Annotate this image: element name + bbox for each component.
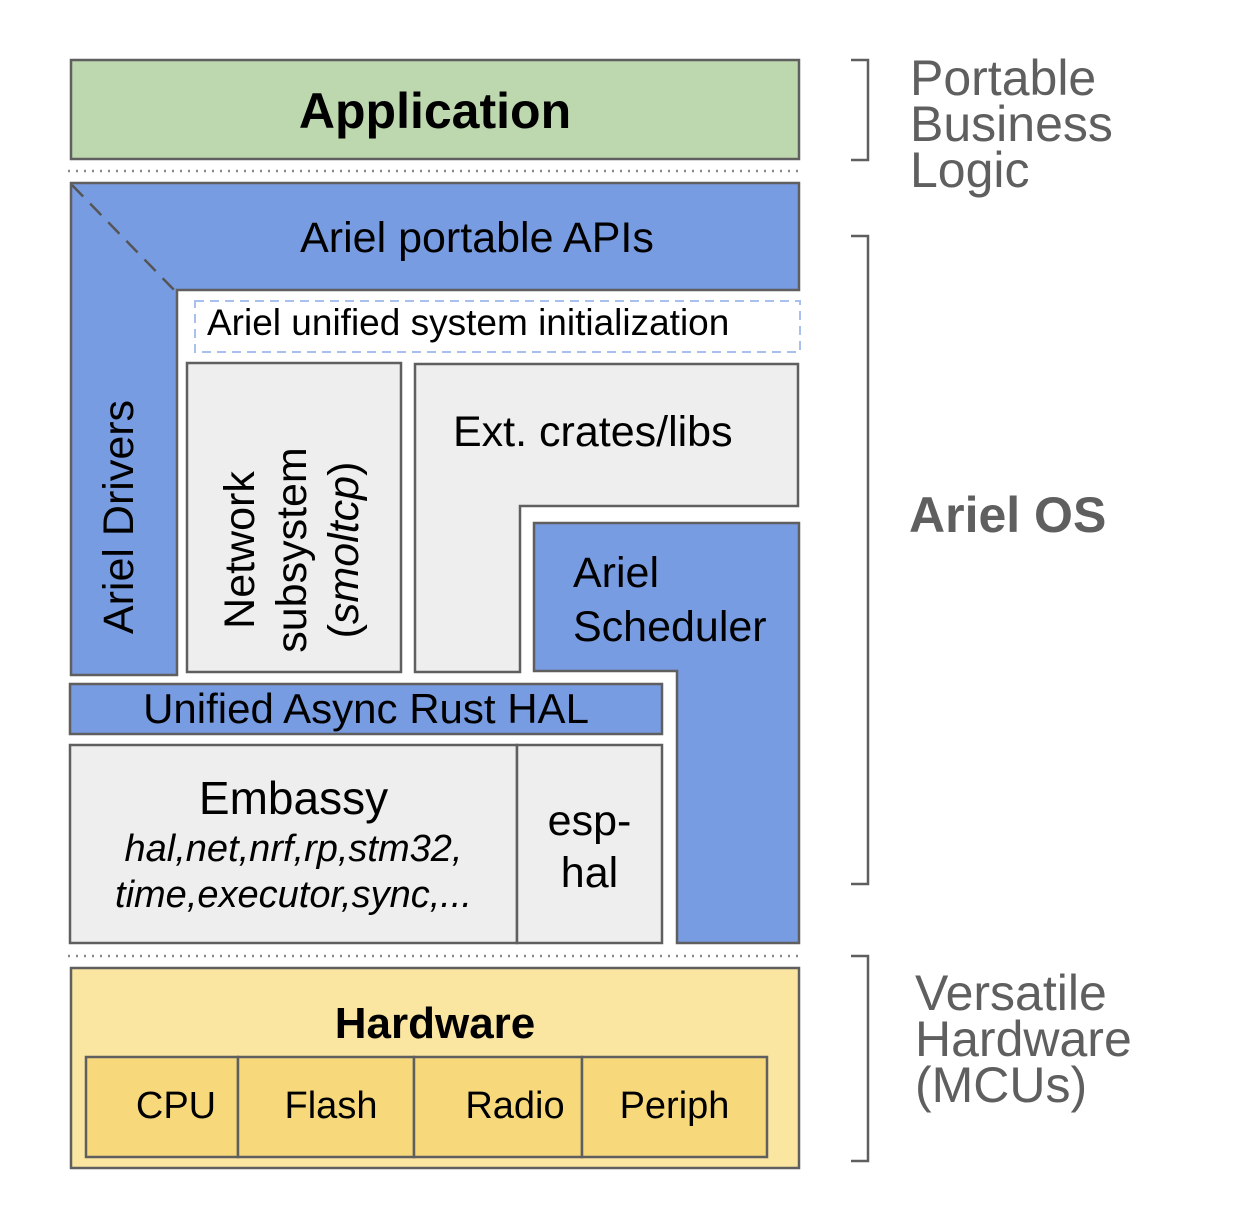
embassy-crates-line2: time,executor,sync,... [115, 874, 472, 916]
paren-open: ( [320, 624, 368, 639]
portable-apis-label: Ariel portable APIs [300, 214, 654, 262]
business-logic-label: Portable Business Logic [910, 50, 1113, 198]
system-init-box [194, 300, 801, 353]
hardware-side-line3: (MCUs) [915, 1057, 1088, 1113]
scheduler-line1: Ariel [573, 549, 660, 597]
smoltcp-label: smoltcp [320, 475, 368, 625]
network-subsystem-box [185, 361, 403, 674]
embassy-label: Embassy hal,net,nrf,rp,stm32, time,execu… [70, 770, 517, 918]
portable-apis-drivers-shape [69, 181, 801, 677]
paren-close: ) [320, 461, 368, 476]
hardware-label: Hardware [334, 999, 536, 1048]
hw-flash-label: Flash [284, 1085, 378, 1127]
business-logic-line3: Logic [910, 142, 1030, 198]
hardware-side-label: Versatile Hardware (MCUs) [915, 965, 1132, 1113]
hardware-side-line2: Hardware [915, 1011, 1132, 1067]
embassy-title: Embassy [198, 772, 389, 824]
hal-layer [68, 682, 664, 736]
embassy-crates-line1: hal,net,nrf,rp,stm32, [124, 828, 463, 870]
business-logic-line1: Portable [910, 50, 1097, 106]
application-label: Application [298, 83, 572, 139]
bracket-ariel-os [851, 234, 870, 886]
network-line3: (smoltcp) [318, 400, 370, 700]
hal-label: Unified Async Rust HAL [143, 685, 589, 732]
bracket-business-logic [851, 58, 870, 162]
network-line1: Network [216, 471, 264, 629]
scheduler-label: Ariel Scheduler [573, 546, 767, 654]
ext-crates-shape [413, 362, 800, 674]
ariel-os-label: Ariel OS [909, 487, 1107, 543]
hardware-side-line1: Versatile [915, 965, 1107, 1021]
business-logic-line2: Business [910, 96, 1113, 152]
esp-hal-line1: esp- [547, 797, 632, 845]
application-layer [69, 58, 801, 161]
esp-hal-line2: hal [560, 849, 619, 897]
drivers-text: Ariel Drivers [95, 399, 143, 635]
hw-flash-box [236, 1055, 416, 1159]
embassy-box [68, 743, 519, 945]
scheduler-line2: Scheduler [573, 603, 767, 651]
hw-cpu-label: CPU [135, 1085, 217, 1127]
esp-hal-label: esp- hal [517, 795, 662, 899]
network-subsystem-label: Network subsystem (smoltcp) [214, 400, 374, 700]
hw-periph-label: Periph [619, 1085, 730, 1127]
scheduler-shape [532, 521, 801, 945]
hw-periph-box [580, 1055, 769, 1159]
hw-radio-label: Radio [465, 1085, 565, 1127]
network-line2: subsystem [268, 447, 316, 653]
bracket-hardware [851, 954, 870, 1163]
esp-hal-box [515, 743, 664, 945]
drivers-label: Ariel Drivers [94, 367, 144, 667]
ext-crates-label: Ext. crates/libs [453, 408, 733, 456]
system-init-label: Ariel unified system initialization [207, 302, 730, 343]
